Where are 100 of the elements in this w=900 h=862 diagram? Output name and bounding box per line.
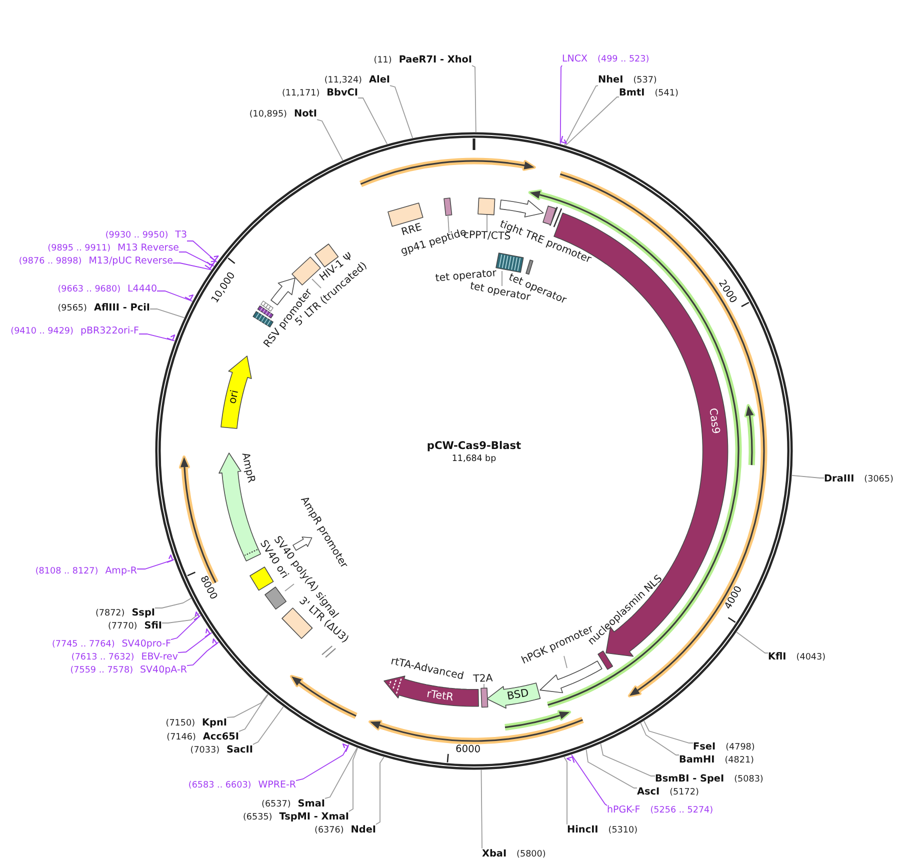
leader-line <box>640 722 680 756</box>
leader-line <box>226 694 268 718</box>
leader-line <box>564 756 568 825</box>
leader-line <box>324 747 358 799</box>
leader-line <box>156 290 193 302</box>
primer-position: (499 .. 523) <box>598 54 650 65</box>
feature-block <box>442 196 453 216</box>
enzyme-name: BbvCI <box>326 87 358 99</box>
enzyme-name: Acc65I <box>202 731 239 743</box>
leader-line <box>792 475 824 478</box>
feature-name: Cas9 <box>707 407 721 434</box>
leader-line <box>376 756 384 825</box>
primer-name: SV40pA-R <box>140 666 187 676</box>
leader-line <box>586 749 638 788</box>
primer-name: M13 Reverse <box>118 244 179 254</box>
leader-line <box>472 65 476 132</box>
site-position: (7770) <box>108 621 138 632</box>
site-position: (7150) <box>166 718 196 729</box>
enzyme-name: KflI <box>768 651 786 663</box>
enzyme-name: NdeI <box>350 824 376 836</box>
leader-line <box>150 308 185 318</box>
leader-line <box>296 744 350 781</box>
feature-block <box>542 205 556 226</box>
enzyme-name: PaeR7I - XhoI <box>398 54 472 66</box>
plasmid-name: pCW-Cas9-Blast <box>426 441 522 453</box>
enzyme-name: SacII <box>226 744 253 756</box>
primer-name: T3 <box>175 230 187 242</box>
leader-line <box>390 85 414 138</box>
plasmid-length: 11,684 bp <box>452 455 496 465</box>
scale-label: 8000 <box>198 574 218 602</box>
scale-label: 4000 <box>724 584 745 612</box>
enzyme-name: KpnI <box>202 717 227 729</box>
leader-line <box>312 278 322 288</box>
leader-line <box>480 769 482 849</box>
leader-line <box>170 614 201 640</box>
site-position: (5083) <box>734 774 764 785</box>
primer-position: (9663 .. 9680) <box>58 284 121 295</box>
primer-name: EBV-rev <box>141 652 178 664</box>
feature-label: AmpR <box>238 452 256 484</box>
site-position: (7146) <box>166 732 196 743</box>
primer-position: (9410 .. 9429) <box>10 326 74 337</box>
site-position: (5172) <box>670 787 699 798</box>
primer-name: Amp-R <box>105 566 137 578</box>
primer-position: (9876 .. 9898) <box>18 256 82 267</box>
site-position: (4798) <box>726 742 755 753</box>
site-position: (11,324) <box>324 75 362 86</box>
primer-position: (6583 .. 6603) <box>188 780 252 791</box>
primer-name: WPRE-R <box>258 780 296 792</box>
primer-position: (7745 .. 7764) <box>52 640 115 650</box>
feature-arc <box>220 354 253 430</box>
leader-line <box>316 119 344 161</box>
site-position: (3065) <box>864 474 894 485</box>
primer-position: (9895 .. 9911) <box>48 244 110 254</box>
leader-line <box>136 559 174 570</box>
primer-position: (7613 .. 7632) <box>71 652 134 663</box>
leader-line <box>564 85 598 146</box>
site-position: (6376) <box>314 825 344 836</box>
leader-line <box>172 262 212 270</box>
leader-line <box>560 65 562 144</box>
site-position: (6535) <box>242 812 272 823</box>
enzyme-name: FseI <box>693 741 716 753</box>
site-position: (6537) <box>262 799 291 810</box>
feature-name: rTetR <box>426 688 454 703</box>
leader-line <box>571 754 608 806</box>
leader-line <box>600 743 656 776</box>
enzyme-name: HincII <box>567 824 598 836</box>
feature-arc <box>499 198 545 218</box>
enzyme-name: NotI <box>294 108 317 120</box>
enzyme-name: SspI <box>132 607 155 619</box>
leader-line <box>448 216 450 234</box>
leader-line <box>348 748 358 812</box>
leader-line <box>358 98 388 144</box>
primer-position: (8108 .. 8127) <box>35 566 98 577</box>
leader-line <box>178 632 212 653</box>
primer-position: (7559 .. 7578) <box>70 666 134 676</box>
enzyme-name: TspMI - XmaI <box>279 811 349 823</box>
primer-name: M13/pUC Reverse <box>88 256 173 268</box>
enzyme-name: AflIII - PciI <box>94 302 150 314</box>
leader-line <box>186 240 218 263</box>
primer-name: L4440 <box>128 284 157 296</box>
enzyme-name: AscI <box>637 786 660 798</box>
site-position: (537) <box>633 75 657 86</box>
enzyme-name: AleI <box>369 74 390 86</box>
site-position: (7872) <box>95 608 125 619</box>
primer-name: SV40pro-F <box>122 640 171 650</box>
site-position: (9565) <box>58 303 87 314</box>
site-position: (10,895) <box>249 109 287 120</box>
feature-arc <box>486 682 542 709</box>
feature-arc <box>218 452 262 562</box>
leader-line <box>154 598 192 608</box>
enzyme-name: XbaI <box>482 848 507 860</box>
leader-line <box>564 656 568 668</box>
leader-line <box>252 706 284 745</box>
enzyme-name: DraIII <box>824 473 854 485</box>
site-position: (7033) <box>190 745 220 756</box>
feature-block <box>248 566 274 592</box>
enzyme-name: BsmBI - SpeI <box>655 773 724 785</box>
primer-name: hPGK-F <box>607 806 640 816</box>
enzyme-name: NheI <box>598 74 624 86</box>
leader-line <box>138 334 176 342</box>
